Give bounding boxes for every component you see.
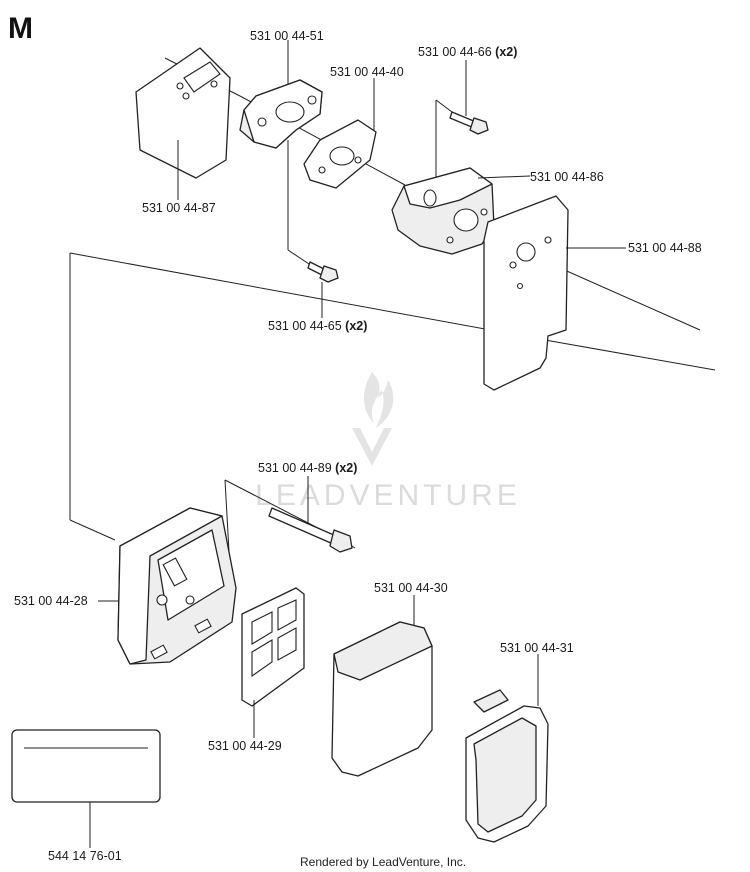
cover-part — [465, 654, 549, 843]
grid-part — [241, 587, 305, 738]
label-gasket-top: 531 00 44-87 — [142, 201, 216, 215]
carb-adapter-part — [391, 167, 531, 255]
label-decal: 544 14 76-01 — [48, 849, 122, 863]
decal-part — [11, 729, 161, 848]
filter-part — [331, 595, 433, 777]
gasket-small-part — [303, 78, 377, 189]
label-housing: 531 00 44-28 — [14, 594, 88, 608]
leadventure-watermark: LEADVENTURE — [255, 372, 521, 512]
label-bolt: 531 00 44-89 (x2) — [258, 461, 357, 475]
label-gasket-small: 531 00 44-40 — [330, 65, 404, 79]
footer-credit: Rendered by LeadVenture, Inc. — [300, 855, 466, 869]
bolt-part — [268, 476, 353, 553]
housing-part — [98, 507, 237, 665]
label-cover: 531 00 44-31 — [500, 641, 574, 655]
screw-top-part — [435, 60, 489, 200]
spacer-part — [239, 40, 323, 271]
label-grid: 531 00 44-29 — [208, 739, 282, 753]
label-carb-adapter: 531 00 44-86 — [530, 170, 604, 184]
screw-mid-part — [307, 261, 339, 318]
watermark-text: LEADVENTURE — [255, 479, 521, 512]
plate-part — [483, 195, 626, 391]
label-screw-mid: 531 00 44-65 (x2) — [268, 319, 367, 333]
label-plate: 531 00 44-88 — [628, 241, 702, 255]
label-filter: 531 00 44-30 — [374, 581, 448, 595]
label-screw-top: 531 00 44-66 (x2) — [418, 45, 517, 59]
section-letter: M — [8, 12, 33, 45]
gasket-top-part — [135, 47, 231, 200]
label-spacer: 531 00 44-51 — [250, 29, 324, 43]
